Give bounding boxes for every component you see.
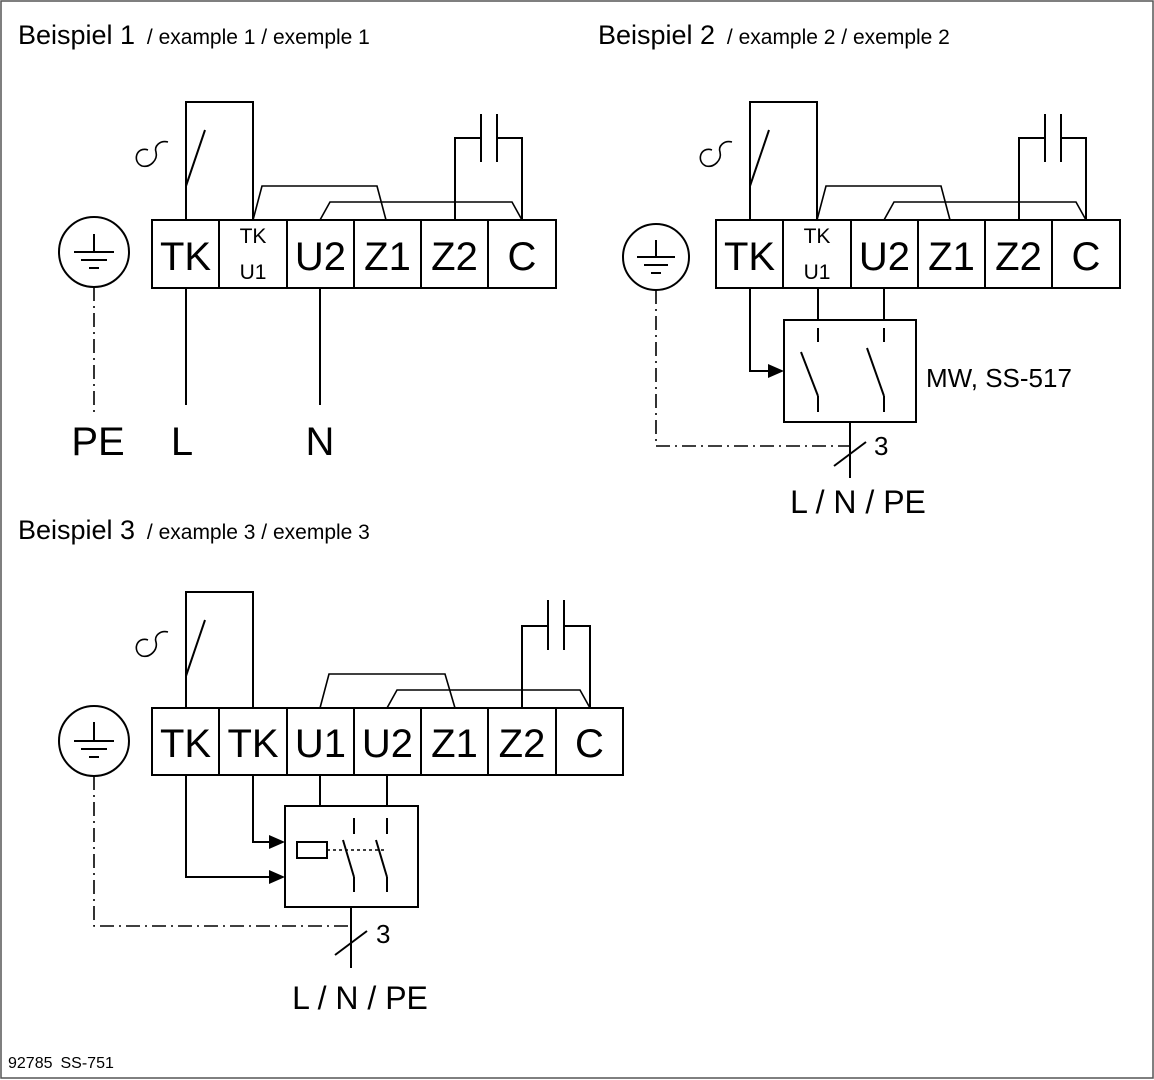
bridge-tk-z1	[252, 185, 387, 221]
ground-icon	[622, 223, 690, 291]
pe-wire	[655, 290, 850, 447]
example-2: Beispiel 2 / example 2 / exemple 2 TK TK…	[598, 20, 1121, 520]
example-3-title: Beispiel 3 / example 3 / exemple 3	[18, 515, 370, 545]
terminal-u2: U2	[859, 235, 910, 279]
terminal-tk-2: TK	[227, 722, 278, 766]
conductor-slash	[334, 930, 368, 956]
pe-label: PE	[71, 420, 124, 464]
terminal-u2: U2	[362, 722, 413, 766]
terminal-c: C	[1072, 235, 1101, 279]
example-1-title: Beispiel 1 / example 1 / exemple 1	[18, 20, 370, 50]
terminal-z2: Z2	[431, 235, 478, 279]
conductor-count: 3	[874, 431, 888, 461]
terminal-c: C	[508, 235, 537, 279]
theta-symbol	[135, 140, 169, 168]
example-1: Beispiel 1 / example 1 / exemple 1 TK TK…	[18, 20, 557, 464]
bridge-u2-c	[319, 201, 523, 221]
terminal-z2: Z2	[499, 722, 546, 766]
capacitor-wire-right	[1061, 137, 1087, 220]
tk-to-device-wire	[749, 288, 768, 372]
terminal-block-1: TK TK U1 U2 Z1 Z2 C	[151, 219, 557, 289]
terminal-tk: TK	[160, 235, 211, 279]
terminal-block-2: TK TK U1 U2 Z1 Z2 C	[715, 219, 1121, 289]
thermal-contact-blade	[185, 619, 206, 677]
tk1-to-relay-wire	[185, 775, 269, 878]
supply-label: L / N / PE	[790, 484, 926, 520]
example-2-title: Beispiel 2 / example 2 / exemple 2	[598, 20, 950, 50]
ground-icon	[58, 705, 130, 777]
terminal-tk-small: TK	[804, 225, 831, 248]
terminal-u1-small: U1	[804, 261, 831, 284]
arrow-icon	[768, 364, 784, 378]
terminal-u1: U1	[295, 722, 346, 766]
ground-icon	[58, 216, 130, 288]
relay-device	[284, 775, 419, 908]
terminal-z1: Z1	[431, 722, 478, 766]
terminal-c: C	[575, 722, 604, 766]
bridge-u1-z1	[319, 673, 456, 709]
theta-symbol	[699, 140, 733, 168]
capacitor-wire-right	[564, 625, 591, 708]
terminal-z1: Z1	[364, 235, 411, 279]
thermal-contact-blade	[749, 129, 770, 187]
terminal-z2: Z2	[995, 235, 1042, 279]
terminal-block-3: TK TK U1 U2 Z1 Z2 C	[151, 707, 624, 776]
theta-symbol	[135, 630, 169, 658]
arrow-icon	[269, 835, 285, 849]
capacitor-wire-left	[454, 137, 481, 220]
capacitor-wire-left	[1018, 137, 1045, 220]
supply-label: L / N / PE	[292, 980, 428, 1016]
l-label: L	[171, 420, 193, 464]
conductor-slash	[833, 441, 867, 467]
thermal-contact-loop	[749, 101, 818, 220]
thermal-contact-blade	[185, 129, 206, 187]
capacitor-wire-left	[521, 625, 548, 708]
example-3: Beispiel 3 / example 3 / exemple 3 TK TK…	[18, 515, 624, 1016]
capacitor-wire-right	[497, 137, 523, 220]
device-mw-ss517	[783, 288, 917, 423]
terminal-tk-small: TK	[240, 225, 267, 248]
thermal-contact-loop	[185, 101, 254, 220]
terminal-u2: U2	[295, 235, 346, 279]
terminal-z1: Z1	[928, 235, 975, 279]
tk2-to-relay-wire	[252, 775, 269, 843]
terminal-tk-1: TK	[160, 722, 211, 766]
thermal-contact-loop	[185, 591, 254, 708]
bridge-u2-c	[386, 689, 591, 709]
n-label: N	[306, 420, 335, 464]
conductor-count: 3	[376, 919, 390, 949]
arrow-icon	[269, 870, 285, 884]
bridge-u2-c	[883, 201, 1087, 221]
terminal-u1-small: U1	[240, 261, 267, 284]
pe-wire	[93, 776, 351, 927]
terminal-tk: TK	[724, 235, 775, 279]
bridge-tk-z1	[816, 185, 951, 221]
device-label: MW, SS-517	[926, 363, 1072, 393]
